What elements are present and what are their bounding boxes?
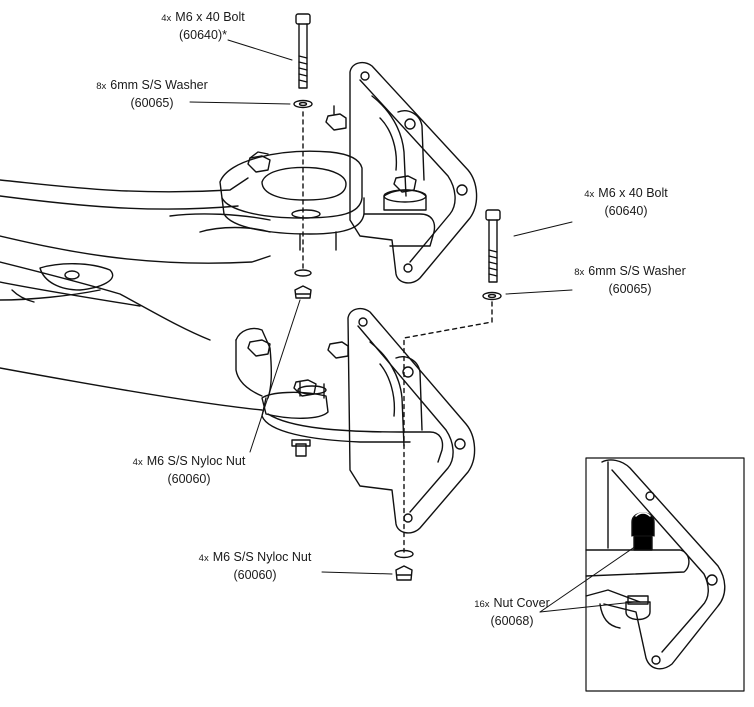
upper-clamp-ring xyxy=(219,150,436,251)
lower-ring-nut-right xyxy=(293,379,317,397)
washer-right xyxy=(482,291,502,301)
nut-mid-left xyxy=(294,285,312,299)
callout-part-code: (60060) xyxy=(233,568,277,582)
callout-part-code: (60065) xyxy=(130,96,174,110)
callout-part-name: 6mm S/S Washer xyxy=(110,78,208,92)
callout-part-name: Nut Cover xyxy=(493,596,550,610)
right-axis-dash xyxy=(403,301,493,553)
nut-cover-upper xyxy=(631,512,655,551)
washer-bottom xyxy=(394,549,414,559)
callout-part-name: M6 S/S Nyloc Nut xyxy=(212,550,312,564)
callout-qty: 8x xyxy=(574,267,585,278)
callout-part-code: (60068) xyxy=(490,614,534,628)
callout-part-name: M6 S/S Nyloc Nut xyxy=(146,454,246,468)
callout-qty: 4x xyxy=(198,553,209,564)
callout-part-code: (60065) xyxy=(608,282,652,296)
callout-part-name: 6mm S/S Washer xyxy=(588,264,686,278)
lower-clamp-arm xyxy=(235,327,444,463)
lower-ring-nut-back xyxy=(327,341,349,359)
lower-ring-nut-left xyxy=(247,339,271,357)
washer-upper-left xyxy=(293,99,313,109)
callout-part-code: (60640)* xyxy=(179,28,227,42)
frame-arms xyxy=(0,177,271,411)
bolt-right xyxy=(485,209,501,283)
leader-lines xyxy=(189,39,637,613)
bolt-upper-left xyxy=(295,13,311,89)
callout-qty: 8x xyxy=(96,81,107,92)
callout-qty: 16x xyxy=(474,599,490,610)
callout-part-name: M6 x 40 Bolt xyxy=(598,186,668,200)
nut-bottom xyxy=(395,565,413,581)
callout-part-code: (60640) xyxy=(604,204,648,218)
callout-part-name: M6 x 40 Bolt xyxy=(175,10,245,24)
lower-bracket-plate xyxy=(347,307,476,534)
upper-ring-nut-left xyxy=(247,151,271,173)
nut-cover-detail-inset xyxy=(585,457,745,692)
callout-qty: 4x xyxy=(584,189,595,200)
callout-qty: 4x xyxy=(132,457,143,468)
upper-bracket-plate xyxy=(349,61,478,284)
nut-cover-lower xyxy=(625,595,651,621)
upper-ring-nut-right xyxy=(393,175,417,193)
callout-part-code: (60060) xyxy=(167,472,211,486)
lower-protruding-bolt xyxy=(291,439,311,457)
washer-mid-left xyxy=(294,269,312,277)
upper-ring-nut-back xyxy=(325,105,347,131)
callout-qty: 4x xyxy=(161,13,172,24)
